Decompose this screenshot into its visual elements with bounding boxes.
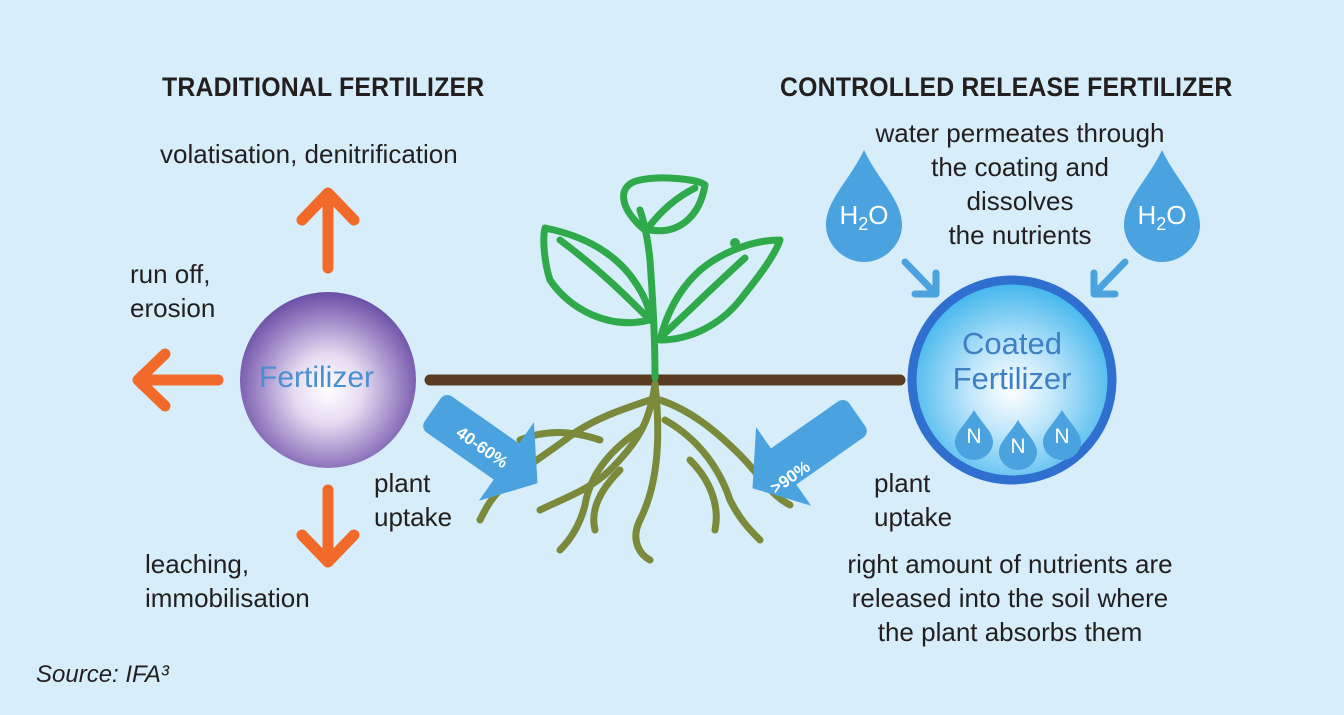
released-line-3: the plant absorbs them [877,617,1143,647]
water-line-4: the nutrients [948,220,1092,250]
plant-roots [476,380,794,564]
erosion-line: erosion [130,293,216,323]
leaching-line: leaching, [145,549,250,579]
water-line-2: the coating and [931,152,1109,182]
water-permeates-label: water permeates through the coating and … [862,116,1178,252]
controlled-heading: CONTROLLED RELEASE FERTILIZER [780,72,1233,102]
coated-fertilizer-label: Coated Fertilizer [912,326,1112,396]
fertilizer-label: Fertilizer [259,361,375,394]
plant-line: plant [874,468,931,498]
arrow-down-left-icon [1090,258,1129,298]
nutrient-drop-icon [999,420,1037,470]
nutrient-drops [955,410,1081,470]
h2o-right-label: H2O [1137,200,1187,235]
leaching-label: leaching, immobilisation [145,547,310,615]
uptake-arrow-controlled: >90% [752,399,867,506]
uptake-line: uptake [874,502,953,532]
nutrient-n-label: N [1010,435,1026,458]
traditional-heading: TRADITIONAL FERTILIZER [162,72,485,102]
water-drop-right-icon [1124,150,1200,262]
nutrient-n-label: N [966,425,982,448]
nutrient-drop-icon [955,410,993,460]
orange-arrows [132,187,360,568]
water-line-1: water permeates through [875,118,1165,148]
h2o-left-label: H2O [839,200,889,235]
runoff-line: run off, [130,259,211,289]
arrow-up-icon [296,187,360,274]
arrow-down-right-icon [901,258,940,298]
nutrient-drop-icon [1043,410,1081,460]
runoff-label: run off, erosion [130,257,215,325]
plant-seed-dot [730,238,740,248]
released-label: right amount of nutrients are released i… [820,547,1200,649]
released-line-2: released into the soil where [851,583,1169,613]
immobilisation-line: immobilisation [145,583,310,613]
volatisation-label: volatisation, denitrification [160,139,458,169]
coated-line: Coated [962,326,1062,361]
plant-line: plant [374,468,431,498]
arrow-left-icon [132,348,224,412]
plant-icon [540,174,784,382]
fertilizer-line: Fertilizer [952,361,1072,396]
nutrient-n-label: N [1054,425,1070,448]
plant-uptake-label-controlled: plant uptake [874,466,952,534]
water-line-3: dissolves [966,186,1074,216]
source-caption: Source: IFA³ [36,661,169,688]
fertilizer-sphere [240,292,416,468]
uptake-line: uptake [374,502,453,532]
water-drop-left-icon [826,150,902,262]
plant-uptake-label-traditional: plant uptake [374,466,452,534]
water-arrows [901,258,1129,298]
released-line-1: right amount of nutrients are [847,549,1173,579]
arrow-down-icon [296,484,360,568]
